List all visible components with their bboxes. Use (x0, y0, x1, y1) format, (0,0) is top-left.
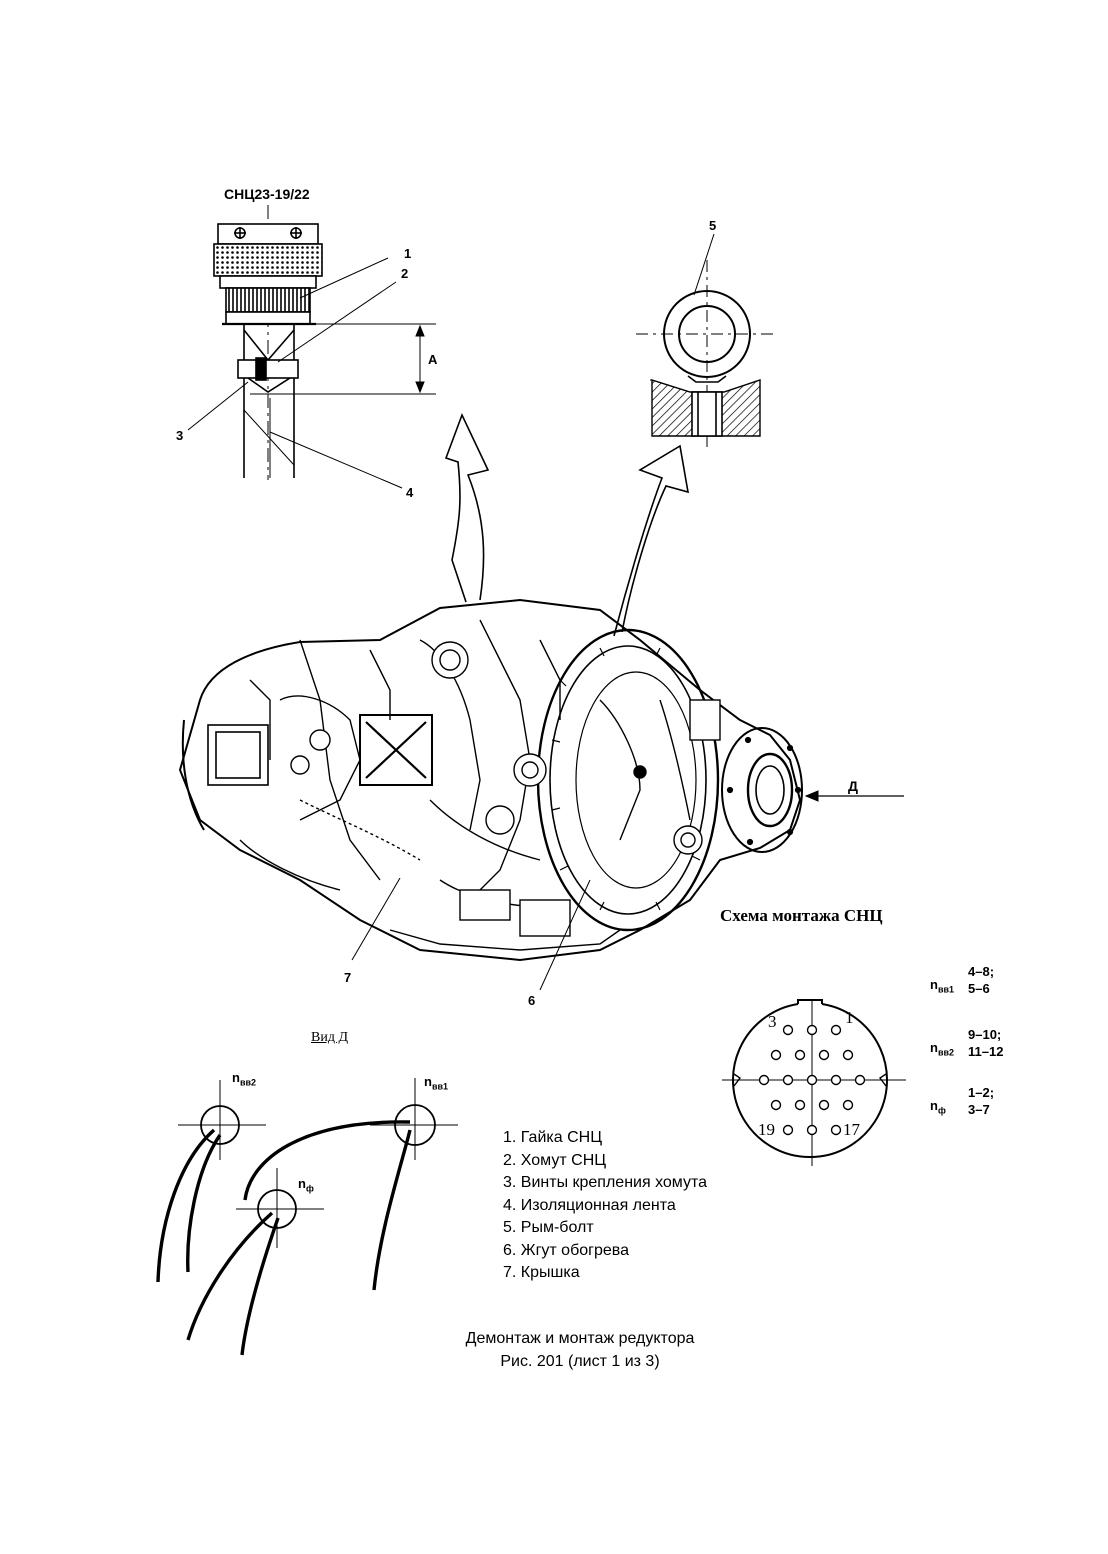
view-d-title: Вид Д (311, 1030, 349, 1045)
pin-pair-nvv2: 9–10;11–12 (968, 1027, 1004, 1059)
pin-number-19: 19 (758, 1120, 775, 1139)
pin-number-17: 17 (843, 1120, 860, 1139)
gearbox-illustration (178, 598, 904, 991)
figure-caption-number: Рис. 201 (лист 1 из 3) (500, 1353, 660, 1370)
pin-pair-nf-label: nф (930, 1098, 946, 1116)
legend-item: 3. Винты крепления хомута (503, 1174, 708, 1191)
pin-pair-nvv2-label: nвв2 (930, 1040, 955, 1058)
sensor-label-nvv1: nвв1 (424, 1074, 449, 1092)
legend-item: 7. Крышка (503, 1264, 580, 1281)
parts-legend: 1. Гайка СНЦ 2. Хомут СНЦ 3. Винты крепл… (503, 1127, 707, 1285)
sensor-label-nvv2: nвв2 (232, 1070, 257, 1088)
pin-pair-nvv1-label: nвв1 (930, 977, 955, 995)
pin-number-1: 1 (845, 1008, 854, 1027)
eyebolt-detail (636, 233, 778, 450)
callout-1: 1 (404, 246, 412, 261)
pin-pair-nf: 1–2;3–7 (968, 1085, 995, 1117)
legend-item: 4. Изоляционная лента (503, 1196, 676, 1214)
view-d-arrow-label: Д (848, 778, 858, 794)
scheme-title: Схема монтажа СНЦ (720, 906, 883, 925)
pinout-diagram (722, 999, 906, 1166)
dimension-a-label: А (428, 352, 438, 367)
callout-2: 2 (401, 266, 409, 281)
sensor-label-nf: nф (298, 1176, 314, 1194)
legend-item: 2. Хомут СНЦ (503, 1151, 607, 1169)
view-d-diagram (156, 1078, 458, 1356)
legend-item: 1. Гайка СНЦ (503, 1129, 603, 1146)
pin-pair-nvv1: 4–8;5–6 (968, 964, 995, 996)
pin-number-3: 3 (768, 1012, 777, 1031)
figure-caption-title: Демонтаж и монтаж редуктора (465, 1330, 695, 1347)
legend-item: 5. Рым-болт (503, 1219, 594, 1236)
detail-arrows (444, 412, 690, 637)
connector-designation: СНЦ23-19/22 (224, 186, 310, 202)
callout-4: 4 (406, 485, 414, 500)
connector-detail (187, 205, 436, 489)
callout-5: 5 (709, 218, 717, 233)
callout-6: 6 (528, 993, 536, 1008)
callout-3: 3 (176, 428, 184, 443)
callout-7: 7 (344, 970, 352, 985)
legend-item: 6. Жгут обогрева (503, 1241, 629, 1259)
